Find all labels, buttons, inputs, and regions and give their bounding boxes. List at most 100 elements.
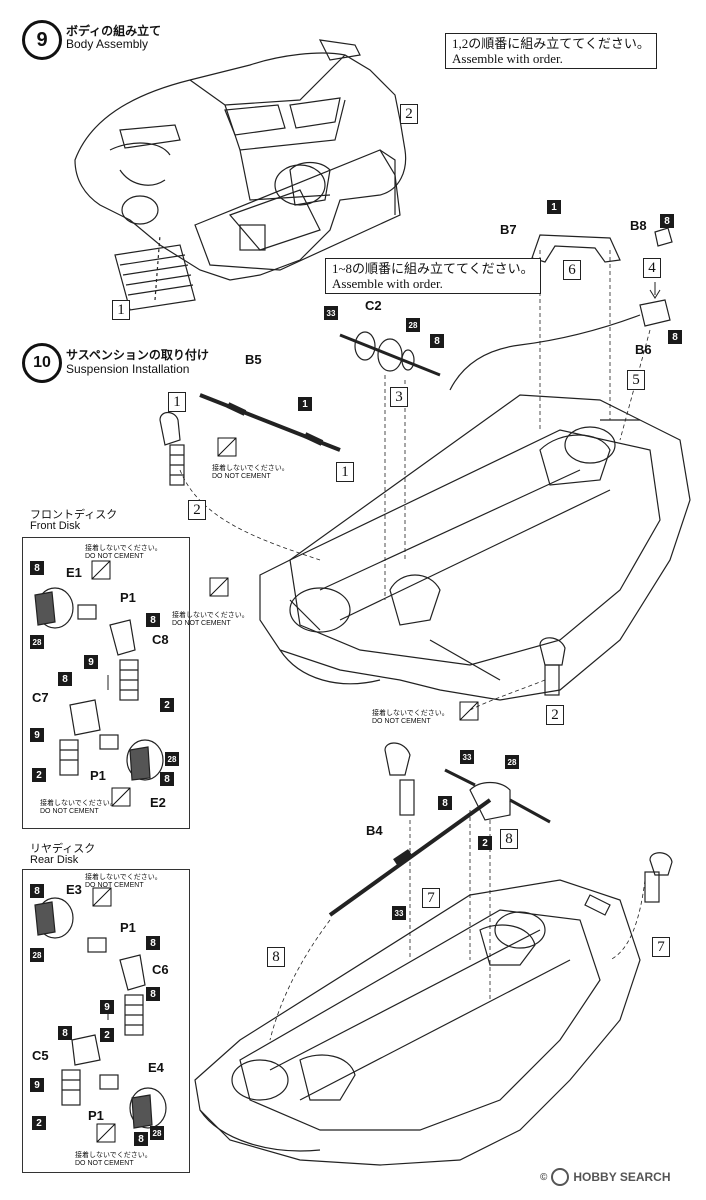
step-10-note-jp: 1~8の順番に組み立ててください。 (332, 261, 534, 276)
part-c7-label: C7 (32, 690, 49, 705)
fd-num-28-e1: 28 (30, 635, 44, 649)
rear-disk-parts (34, 897, 167, 1129)
part-c6-label: C6 (152, 962, 169, 977)
order-box-6: 6 (563, 260, 581, 280)
part-e1-label: E1 (66, 565, 82, 580)
step-9-order-box-2: 2 (400, 104, 418, 124)
rd-num-9-c6: 9 (100, 1000, 114, 1014)
b7-bracket (531, 234, 621, 263)
rd-num-8-c5: 8 (58, 1026, 72, 1040)
rd-num-28-e3: 28 (30, 948, 44, 962)
rd-num-9-c5: 9 (30, 1078, 44, 1092)
step-9-note-jp: 1,2の順番に組み立ててください。 (452, 36, 650, 51)
order-box-7b: 7 (652, 937, 670, 957)
step-10-title-jp: サスペンションの取り付け (66, 348, 209, 362)
part-num-8-c2: 8 (430, 334, 444, 348)
step-9-order-note: 1,2の順番に組み立ててください。 Assemble with order. (445, 33, 657, 69)
part-b4-label: B4 (366, 823, 383, 838)
rd-num-8-c6b: 8 (146, 987, 160, 1001)
dnc-label-2: 接着しないでください。DO NOT CEMENT (172, 612, 249, 627)
part-b7-label: B7 (500, 222, 517, 237)
front-disk-title-jp: フロントディスク (30, 509, 118, 521)
part-num-8-rear: 8 (438, 796, 452, 810)
fd-num-2-c7: 2 (32, 768, 46, 782)
fd-num-2-c8: 2 (160, 698, 174, 712)
step-10-badge: 10 (22, 343, 62, 383)
part-num-33-b4: 33 (392, 906, 406, 920)
watermark-text: HOBBY SEARCH (573, 1170, 671, 1184)
rear-disk-title-jp: リヤディスク (30, 843, 96, 855)
part-p1-label-fd1: P1 (120, 590, 136, 605)
part-num-1-b5: 1 (298, 397, 312, 411)
watermark: © HOBBY SEARCH (540, 1168, 671, 1186)
step-10-note-en: Assemble with order. (332, 276, 443, 291)
fd-num-9-c7: 9 (30, 728, 44, 742)
fd-num-8-e1: 8 (30, 561, 44, 575)
step-9-title-en: Body Assembly (66, 37, 149, 51)
order-box-1b: 1 (336, 462, 354, 482)
part-c8-label: C8 (152, 632, 169, 647)
interior-tub (194, 149, 401, 271)
part-c5-label: C5 (32, 1048, 49, 1063)
rear-strut-right (644, 852, 673, 903)
step-9-badge: 9 (22, 20, 62, 60)
order-box-8a: 8 (500, 829, 518, 849)
step-9-order-box-1: 1 (112, 300, 130, 320)
rd-num-2-c5: 2 (32, 1116, 46, 1130)
dnc-label-3: 接着しないでください。DO NOT CEMENT (372, 710, 449, 725)
part-b6-label: B6 (635, 342, 652, 357)
step-9-title-jp: ボディの組み立て (66, 24, 162, 38)
step-10-title-en: Suspension Installation (66, 362, 190, 376)
arrows (107, 282, 661, 1020)
part-e2-label: E2 (150, 795, 166, 810)
fd-num-8-e2: 8 (160, 772, 174, 786)
fd-num-9-c8: 9 (84, 655, 98, 669)
part-num-8-b8: 8 (660, 214, 674, 228)
part-e4-label: E4 (148, 1060, 164, 1075)
part-num-33-c2: 33 (324, 306, 338, 320)
order-box-4: 4 (643, 258, 661, 278)
part-e3-label: E3 (66, 882, 82, 897)
part-c2-label: C2 (365, 298, 382, 313)
rd-num-8-e4: 8 (134, 1132, 148, 1146)
guide-lines (179, 250, 651, 1041)
fd-num-28-e2: 28 (165, 752, 179, 766)
rd-num-28-e4: 28 (150, 1126, 164, 1140)
rear-strut-left (384, 742, 415, 816)
rear-dnc-top: 接着しないでください。DO NOT CEMENT (85, 874, 162, 889)
copyright-mark: © (540, 1171, 548, 1183)
part-num-2-rear: 2 (478, 836, 492, 850)
watermark-logo-icon (551, 1168, 570, 1186)
car-underside-middle (259, 394, 691, 701)
order-box-5: 5 (627, 370, 645, 390)
dnc-label-1: 接着しないでください。DO NOT CEMENT (212, 465, 289, 480)
rear-dnc-bottom: 接着しないでください。DO NOT CEMENT (75, 1152, 152, 1167)
part-p1-label-rd1: P1 (120, 920, 136, 935)
car-underside-lower (194, 879, 641, 1166)
part-p1-label-rd2: P1 (88, 1108, 104, 1123)
step-9-note-en: Assemble with order. (452, 51, 563, 66)
front-strut-left (159, 411, 185, 486)
order-box-2b: 2 (546, 705, 564, 725)
part-b5-label: B5 (245, 352, 262, 367)
step-10-order-note: 1~8の順番に組み立ててください。 Assemble with order. (325, 258, 541, 294)
rd-num-2-c6: 2 (100, 1028, 114, 1042)
front-dnc-bottom: 接着しないでください。DO NOT CEMENT (40, 800, 117, 815)
part-b8-label: B8 (630, 218, 647, 233)
order-box-3: 3 (390, 387, 408, 407)
part-num-28-rear: 28 (505, 755, 519, 769)
intercooler-part (114, 234, 196, 311)
front-disk-title-en: Front Disk (30, 520, 81, 532)
b6-exhaust (449, 299, 671, 391)
fd-num-8-c8: 8 (146, 613, 160, 627)
order-box-1a: 1 (168, 392, 186, 412)
front-strut-right (539, 637, 566, 696)
fd-num-8-c7: 8 (58, 672, 72, 686)
part-num-33-rear: 33 (460, 750, 474, 764)
part-num-8-b6: 8 (668, 330, 682, 344)
rd-num-8-c6: 8 (146, 936, 160, 950)
b5-tie-rod (199, 393, 341, 452)
order-box-2a: 2 (188, 500, 206, 520)
front-dnc-top: 接着しないでください。DO NOT CEMENT (85, 545, 162, 560)
